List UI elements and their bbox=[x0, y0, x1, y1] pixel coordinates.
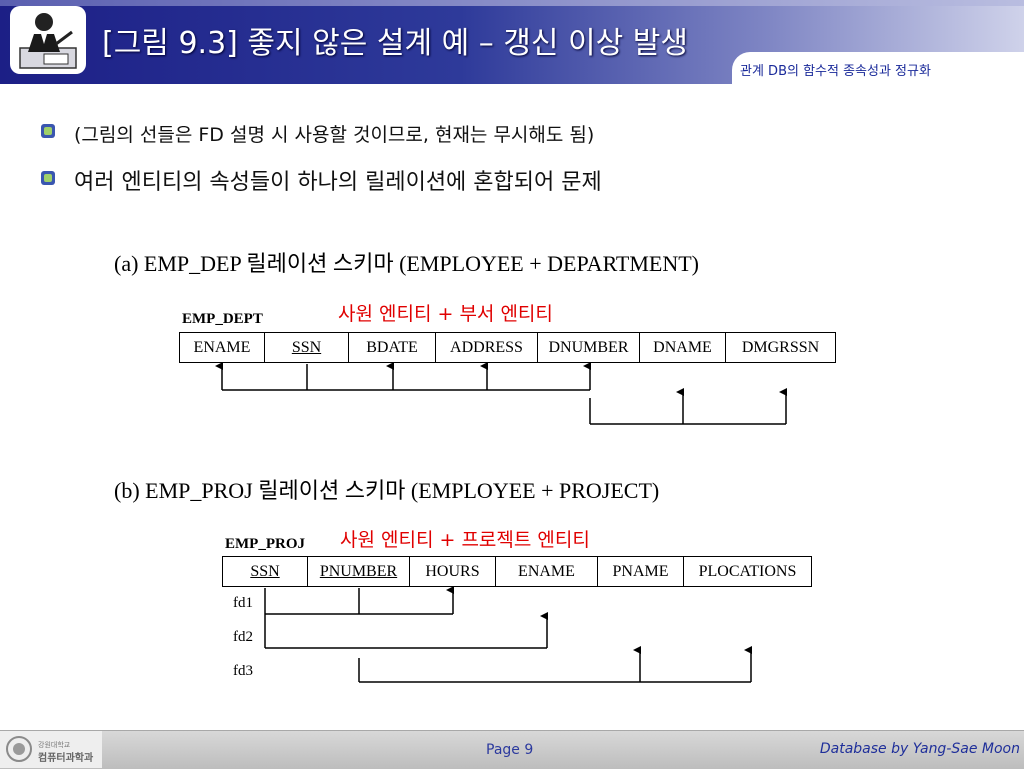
subtitle-tab bbox=[732, 52, 1024, 84]
attr-cell: DNAME bbox=[640, 332, 726, 363]
emp-dept-schema: ENAME SSN BDATE ADDRESS DNUMBER DNAME DM… bbox=[179, 332, 836, 363]
attr-cell-key: SSN bbox=[222, 556, 308, 587]
section-b-note: 사원 엔티티 + 프로젝트 엔티티 bbox=[340, 529, 590, 551]
page-number: Page 9 bbox=[486, 742, 534, 758]
relation-name-emp-dept: EMP_DEPT bbox=[182, 311, 263, 327]
attr-cell: PNAME bbox=[598, 556, 684, 587]
footer-author: Database by Yang-Sae Moon bbox=[819, 741, 1020, 757]
slide-subtitle: 관계 DB의 함수적 종속성과 정규화 bbox=[740, 64, 931, 79]
fd-emp-dept-1 bbox=[215, 362, 591, 391]
attr-cell: PLOCATIONS bbox=[684, 556, 812, 587]
fd-label-1: fd1 bbox=[233, 595, 253, 611]
fd-emp-proj-2 bbox=[264, 612, 548, 649]
attr-cell: DMGRSSN bbox=[726, 332, 836, 363]
attr-cell-key: PNUMBER bbox=[308, 556, 410, 587]
slide-title: [그림 9.3] 좋지 않은 설계 예 – 갱신 이상 발생 bbox=[102, 26, 688, 61]
section-b-label: (b) EMP_PROJ 릴레이션 스키마 (EMPLOYEE + PROJEC… bbox=[114, 478, 660, 503]
footer-bar bbox=[0, 730, 1024, 769]
logo-line-1: 강원대학교 bbox=[38, 741, 71, 749]
university-seal-icon bbox=[6, 736, 32, 762]
logo-line-2: 컴퓨터과학과 bbox=[38, 753, 94, 764]
fd-emp-proj-1 bbox=[264, 586, 454, 615]
university-logo: 강원대학교 컴퓨터과학과 bbox=[0, 731, 102, 768]
relation-name-emp-proj: EMP_PROJ bbox=[225, 536, 305, 552]
fd-label-3: fd3 bbox=[233, 663, 253, 679]
slide-logo bbox=[10, 6, 86, 74]
section-a-label: (a) EMP_DEP 릴레이션 스키마 (EMPLOYEE + DEPARTM… bbox=[114, 251, 700, 276]
bullet-icon bbox=[41, 171, 55, 185]
fd-emp-proj-3 bbox=[358, 646, 752, 683]
fd-emp-dept-2 bbox=[589, 388, 787, 425]
attr-cell-key: SSN bbox=[265, 332, 349, 363]
emp-proj-schema: SSN PNUMBER HOURS ENAME PNAME PLOCATIONS bbox=[222, 556, 812, 587]
attr-cell: ENAME bbox=[179, 332, 265, 363]
bullet-text-1: (그림의 선들은 FD 설명 시 사용할 것이므로, 현재는 무시해도 됨) bbox=[74, 124, 595, 146]
header-strip bbox=[0, 0, 1024, 6]
businessman-icon bbox=[19, 13, 77, 69]
attr-cell: HOURS bbox=[410, 556, 496, 587]
bullet-icon bbox=[41, 124, 55, 138]
fd-label-2: fd2 bbox=[233, 629, 253, 645]
attr-cell: ENAME bbox=[496, 556, 598, 587]
attr-cell: BDATE bbox=[349, 332, 436, 363]
bullet-text-2: 여러 엔티티의 속성들이 하나의 릴레이션에 혼합되어 문제 bbox=[74, 170, 602, 195]
attr-cell: DNUMBER bbox=[538, 332, 640, 363]
attr-cell: ADDRESS bbox=[436, 332, 538, 363]
section-a-note: 사원 엔티티 + 부서 엔티티 bbox=[338, 303, 553, 325]
